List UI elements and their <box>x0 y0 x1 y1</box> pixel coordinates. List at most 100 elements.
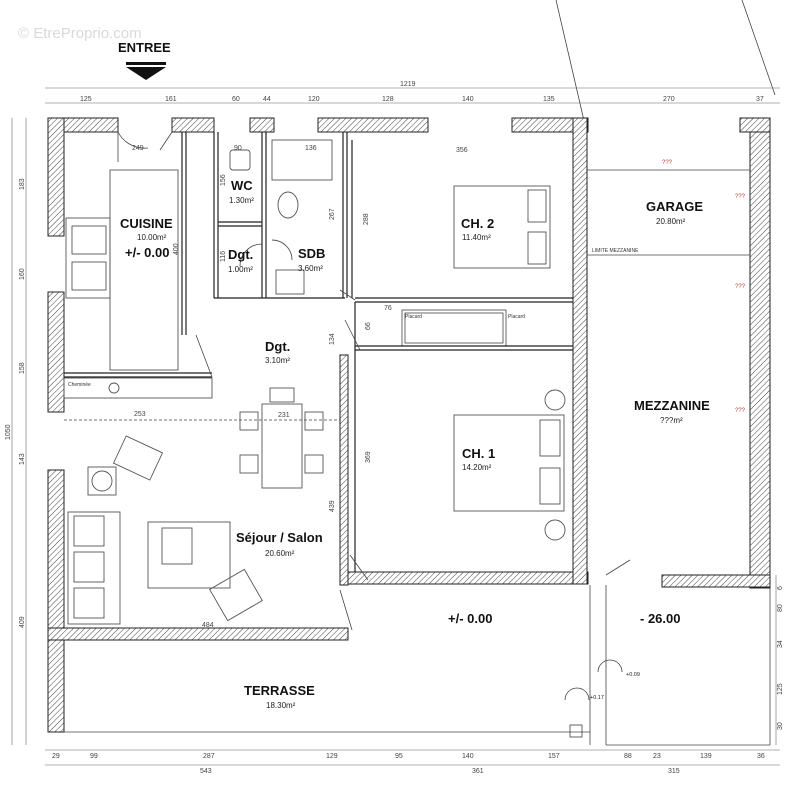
room-ch1: CH. 1 14.20m² <box>462 446 495 472</box>
svg-text:6: 6 <box>777 586 784 590</box>
placard-labels: Placard Placard <box>405 314 525 320</box>
svg-text:1219: 1219 <box>400 81 416 88</box>
svg-text:+/- 0.00: +/- 0.00 <box>448 611 492 626</box>
svg-text:18.30m²: 18.30m² <box>266 701 296 710</box>
svg-text:1050: 1050 <box>5 424 12 440</box>
svg-text:Séjour / Salon: Séjour / Salon <box>236 530 323 545</box>
svg-text:CUISINE: CUISINE <box>120 216 173 231</box>
svg-text:???: ??? <box>735 194 746 200</box>
room-dgt: Dgt. 3.10m² <box>265 339 290 365</box>
doors <box>117 131 631 631</box>
svg-text:GARAGE: GARAGE <box>646 199 703 214</box>
svg-text:+/- 0.00: +/- 0.00 <box>125 245 169 260</box>
entry-label: ENTREE <box>118 40 171 55</box>
site-line <box>741 0 776 96</box>
svg-text:CH. 2: CH. 2 <box>461 216 494 231</box>
bottom-dimensions: 29 99 287 129 95 140 157 88 23 139 36 54… <box>45 749 780 775</box>
svg-text:SDB: SDB <box>298 246 325 261</box>
svg-text:361: 361 <box>472 768 484 775</box>
site-line <box>555 0 586 126</box>
svg-text:36: 36 <box>757 753 765 760</box>
svg-text:134: 134 <box>329 333 336 345</box>
svg-text:34: 34 <box>777 640 784 648</box>
walls <box>47 117 771 733</box>
svg-text:125: 125 <box>80 96 92 103</box>
svg-text:158: 158 <box>19 362 26 374</box>
svg-text:29: 29 <box>52 753 60 760</box>
svg-text:356: 356 <box>456 147 468 154</box>
svg-text:MEZZANINE: MEZZANINE <box>634 398 710 413</box>
svg-text:60: 60 <box>232 96 240 103</box>
svg-text:140: 140 <box>462 753 474 760</box>
svg-text:409: 409 <box>19 616 26 628</box>
room-wc: WC 1.30m² <box>229 178 254 205</box>
svg-text:90: 90 <box>234 145 242 152</box>
room-ch2: CH. 2 11.40m² <box>461 216 494 242</box>
sdb-fixtures <box>271 139 333 295</box>
svg-text:231: 231 <box>278 412 290 419</box>
svg-text:???: ??? <box>735 284 746 290</box>
svg-text:80: 80 <box>777 604 784 612</box>
svg-text:+0.17: +0.17 <box>590 695 604 701</box>
svg-text:400: 400 <box>173 243 180 255</box>
svg-text:253: 253 <box>134 411 146 418</box>
svg-text:287: 287 <box>203 753 215 760</box>
svg-text:66: 66 <box>365 322 372 330</box>
room-garage: GARAGE 20.80m² ??? ??? ??? ??? LIMITE ME… <box>592 160 746 414</box>
interior-dimensions: 249 400 90 156 116 136 267 356 288 76 66… <box>132 145 468 629</box>
svg-text:14.20m²: 14.20m² <box>462 463 492 472</box>
svg-text:30: 30 <box>777 722 784 730</box>
cheminee: Cheminée <box>63 377 213 399</box>
svg-text:161: 161 <box>165 96 177 103</box>
svg-text:249: 249 <box>132 145 144 152</box>
room-mezzanine: MEZZANINE ???m² <box>634 398 710 425</box>
room-cuisine: CUISINE 10.00m² +/- 0.00 <box>120 216 173 260</box>
dining-table <box>239 387 324 489</box>
svg-text:135: 135 <box>543 96 555 103</box>
room-terrasse: TERRASSE 18.30m² <box>244 683 315 710</box>
svg-text:270: 270 <box>663 96 675 103</box>
svg-text:Dgt.: Dgt. <box>228 247 253 262</box>
svg-text:156: 156 <box>220 174 227 186</box>
svg-text:Placard: Placard <box>405 314 422 320</box>
svg-text:44: 44 <box>263 96 271 103</box>
svg-text:Placard: Placard <box>508 314 525 320</box>
svg-text:125: 125 <box>777 683 784 695</box>
level-markers: +/- 0.00 - 26.00 +0.09 +0.17 <box>448 611 680 738</box>
svg-text:LIMITE MEZZANINE: LIMITE MEZZANINE <box>592 248 639 254</box>
svg-text:20.80m²: 20.80m² <box>656 217 686 226</box>
bed-icon <box>453 185 551 269</box>
svg-text:140: 140 <box>462 96 474 103</box>
svg-text:???m²: ???m² <box>660 416 683 425</box>
svg-text:Cheminée: Cheminée <box>68 382 91 388</box>
wc-toilet-icon <box>229 149 299 219</box>
svg-text:116: 116 <box>220 251 227 262</box>
svg-text:11.40m²: 11.40m² <box>462 233 491 242</box>
room-sejour: Séjour / Salon 20.60m² <box>236 530 323 558</box>
svg-text:369: 369 <box>365 451 372 463</box>
room-dgt-small: Dgt. 1.00m² <box>228 247 253 274</box>
svg-text:- 26.00: - 26.00 <box>640 611 680 626</box>
interior-walls <box>64 132 771 746</box>
svg-text:439: 439 <box>329 500 336 512</box>
svg-text:1.30m²: 1.30m² <box>229 196 254 205</box>
left-dimensions: 1050 183 160 158 143 409 <box>5 118 27 745</box>
svg-text:CH. 1: CH. 1 <box>462 446 495 461</box>
svg-text:76: 76 <box>384 305 392 312</box>
watermark: © EtreProprio.com <box>18 25 142 42</box>
svg-text:157: 157 <box>548 753 560 760</box>
svg-text:???: ??? <box>662 160 673 166</box>
svg-text:3.10m²: 3.10m² <box>265 356 290 365</box>
svg-text:288: 288 <box>363 213 370 225</box>
svg-text:10.00m²: 10.00m² <box>137 233 167 242</box>
svg-text:+0.09: +0.09 <box>626 672 640 678</box>
svg-text:543: 543 <box>200 768 212 775</box>
svg-text:139: 139 <box>700 753 712 760</box>
svg-text:95: 95 <box>395 753 403 760</box>
svg-text:136: 136 <box>305 145 317 152</box>
right-dimensions: 6 80 34 125 30 <box>775 575 784 745</box>
bed-icon <box>453 389 566 541</box>
svg-text:WC: WC <box>231 178 253 193</box>
entry-arrow-icon <box>126 62 166 80</box>
